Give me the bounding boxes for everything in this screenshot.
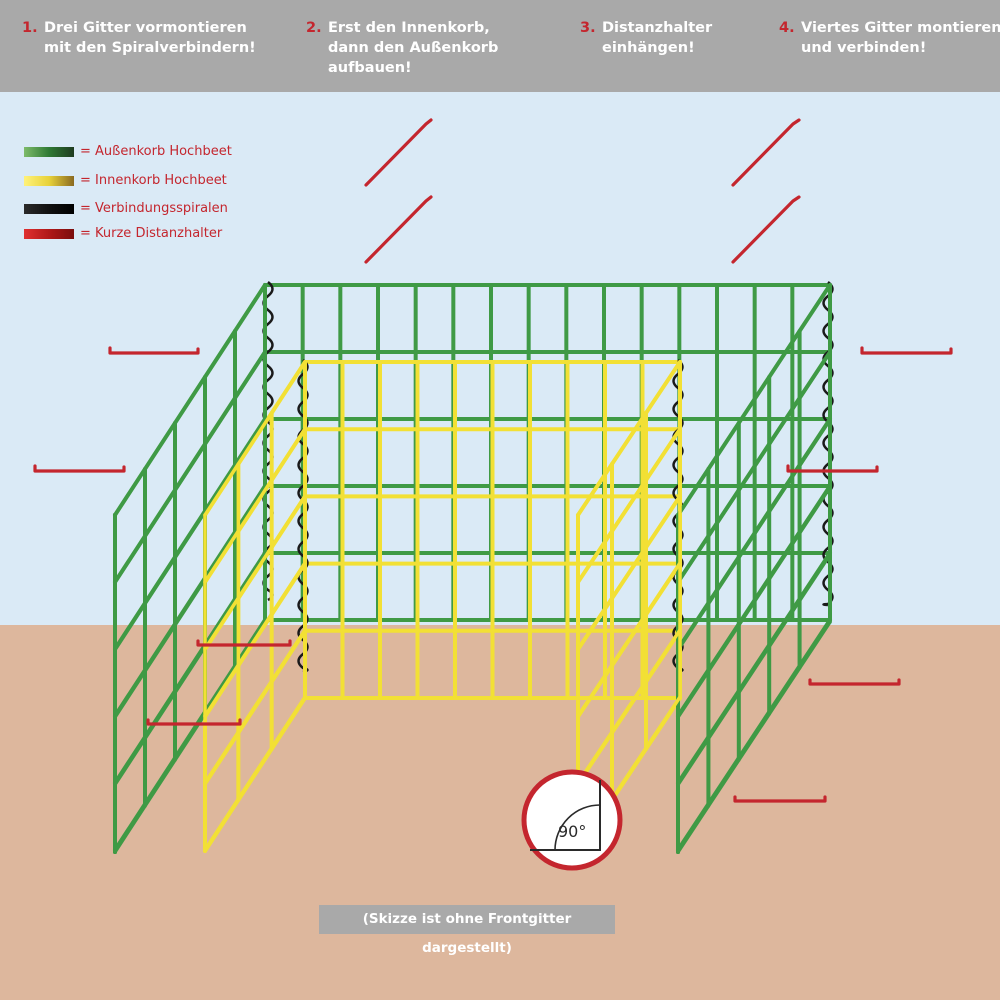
legend-swatch-spirals (24, 204, 74, 214)
inner-right-panel-lower-bar-h (576, 427, 682, 584)
inner-left-panel-lower-bar-h (203, 360, 307, 517)
legend-label-spirals: = Verbindungsspiralen (80, 201, 228, 216)
outer-right-panel-lower-bar-h (676, 485, 832, 719)
inner-left-panel-lower-bar-h (203, 561, 307, 718)
inner-right-panel-lower-bar-h (576, 360, 682, 517)
front-layer (113, 283, 832, 854)
legend-swatch-spacers (24, 229, 74, 239)
spacers-top (364, 118, 801, 264)
step-4-number: 4. (779, 20, 795, 36)
legend-swatch-outer (24, 147, 74, 157)
caption: (Skizze ist ohne Frontgitter dargestellt… (319, 905, 615, 956)
legend-label-inner: = Innenkorb Hochbeet (80, 173, 227, 188)
spacer-right-4 (733, 795, 827, 803)
outer-left-panel-lower-bar-h (113, 283, 267, 517)
spacer-left-2 (33, 464, 126, 473)
angle-badge-circle (521, 769, 623, 871)
header-bar (0, 0, 1000, 92)
legend-label-outer: = Außenkorb Hochbeet (80, 144, 232, 159)
step-3-text: Distanzhalter einhängen! (602, 20, 713, 56)
outer-left-panel-lower-bar-h (113, 350, 267, 585)
inner-left-panel-lower-bar-h (203, 695, 307, 852)
angle-badge-marker (530, 780, 601, 851)
spacers-side (33, 346, 953, 803)
inner-right-panel-lower-bar-h (576, 494, 682, 651)
angle-badge-arc (554, 804, 601, 851)
inner-right-panel-lower-bar-h (576, 628, 682, 785)
step-2-text: Erst den Innenkorb, dann den Außenkorb a… (328, 20, 499, 76)
outer-right-panel-lower-bar-h (676, 418, 832, 652)
step-1-number: 1. (22, 20, 38, 36)
spacer-top-3 (731, 118, 801, 187)
spacer-left-1 (108, 346, 200, 355)
step-3-number: 3. (580, 20, 596, 36)
outer-right-panel-lower-bar-h (676, 552, 832, 787)
spacer-top-4 (731, 195, 801, 264)
legend-swatch-inner (24, 176, 74, 186)
legend-label-spacers: = Kurze Distanzhalter (80, 226, 223, 241)
angle-badge (521, 769, 623, 871)
inner-left-panel-lower-bar-h (203, 628, 307, 785)
outer-right-panel-lower-bar-h (676, 350, 832, 585)
angle-label: 90° (558, 822, 587, 841)
spiral-inner-left (297, 359, 309, 674)
spacer-top-2 (364, 195, 433, 264)
inner-left-panel-lower-bar-h (203, 427, 307, 584)
spacer-left-4 (146, 718, 242, 726)
step-1-text: Drei Gitter vormontieren mit den Spiralv… (44, 20, 256, 56)
spacer-right-1 (860, 346, 953, 355)
outer-left-panel-lower-bar-h (113, 418, 267, 652)
outer-right-panel-lower-bar-h (676, 620, 832, 854)
spacer-right-3 (808, 678, 901, 686)
step-2-number: 2. (306, 20, 322, 36)
step-4-text: Viertes Gitter montieren und verbinden! (801, 20, 1000, 56)
spacer-left-3 (196, 639, 292, 647)
inner-right-panel-lower-bar-h (576, 561, 682, 718)
outer-right-panel-lower-bar-h (676, 283, 832, 517)
spacer-right-2 (786, 464, 879, 473)
spacer-top-1 (364, 118, 433, 187)
ground-background (0, 625, 1000, 1000)
back-layer (263, 283, 832, 700)
sky-background (0, 92, 1000, 625)
inner-left-panel-lower-bar-h (203, 494, 307, 651)
